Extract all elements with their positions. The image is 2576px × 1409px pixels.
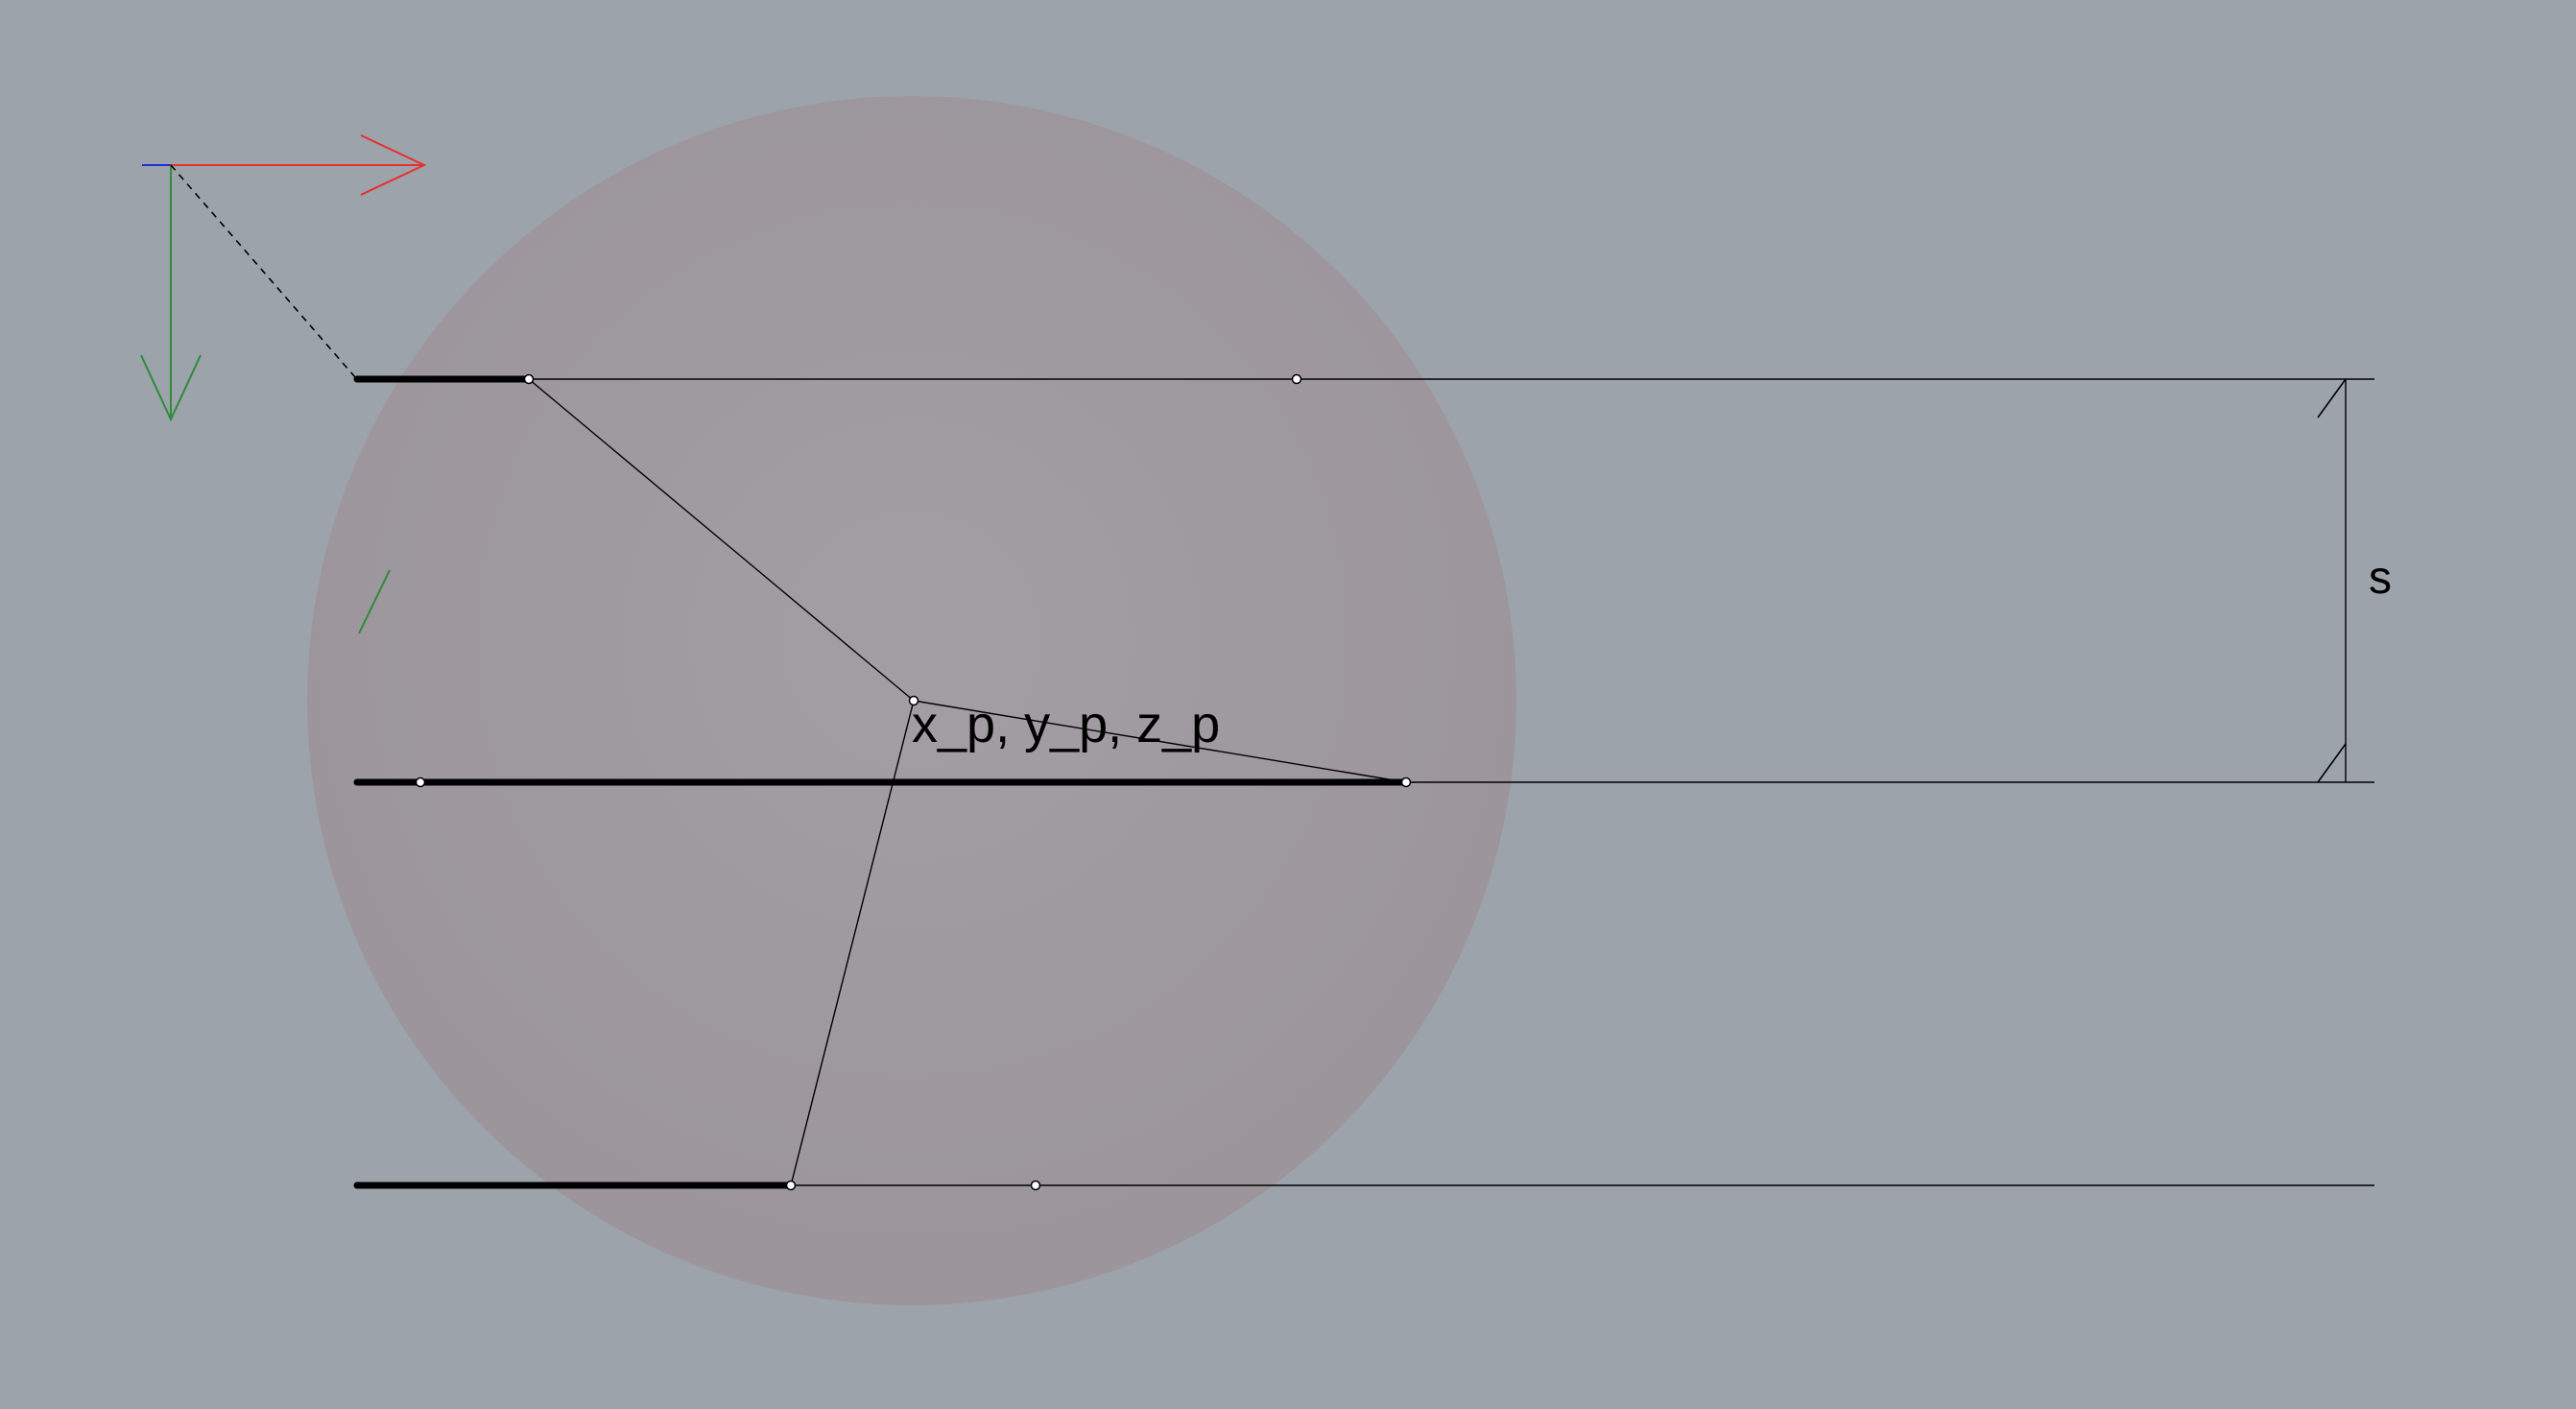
green-tick-mark xyxy=(358,569,391,634)
y-axis-arrowhead-icon xyxy=(140,354,202,422)
node-middle-left[interactable] xyxy=(415,776,426,788)
connector-top[interactable] xyxy=(528,378,915,702)
origin-leader-dashed xyxy=(170,164,356,378)
node-bottom-left[interactable] xyxy=(785,1180,797,1191)
node-bottom-mid[interactable] xyxy=(1030,1180,1041,1191)
node-middle-right[interactable] xyxy=(1400,776,1412,788)
dimension-s[interactable]: s xyxy=(2317,378,2392,783)
axis-triad xyxy=(140,134,427,422)
connector-bottom[interactable] xyxy=(790,700,915,1186)
thick-segments xyxy=(353,375,1410,1189)
dimension-tick-bottom xyxy=(2317,743,2347,783)
node-center-point[interactable] xyxy=(908,695,919,706)
dimension-tick-top xyxy=(2317,378,2347,418)
connector-lines xyxy=(528,378,1407,1186)
node-top-left[interactable] xyxy=(523,373,535,385)
x-axis-arrowhead-icon xyxy=(360,134,427,196)
connector-middle[interactable] xyxy=(913,700,1407,783)
dimension-label: s xyxy=(2369,553,2392,604)
point-label: x_p, y_p, z_p xyxy=(912,696,1220,753)
node-top-mid[interactable] xyxy=(1291,373,1302,385)
node-points xyxy=(415,373,1412,1191)
